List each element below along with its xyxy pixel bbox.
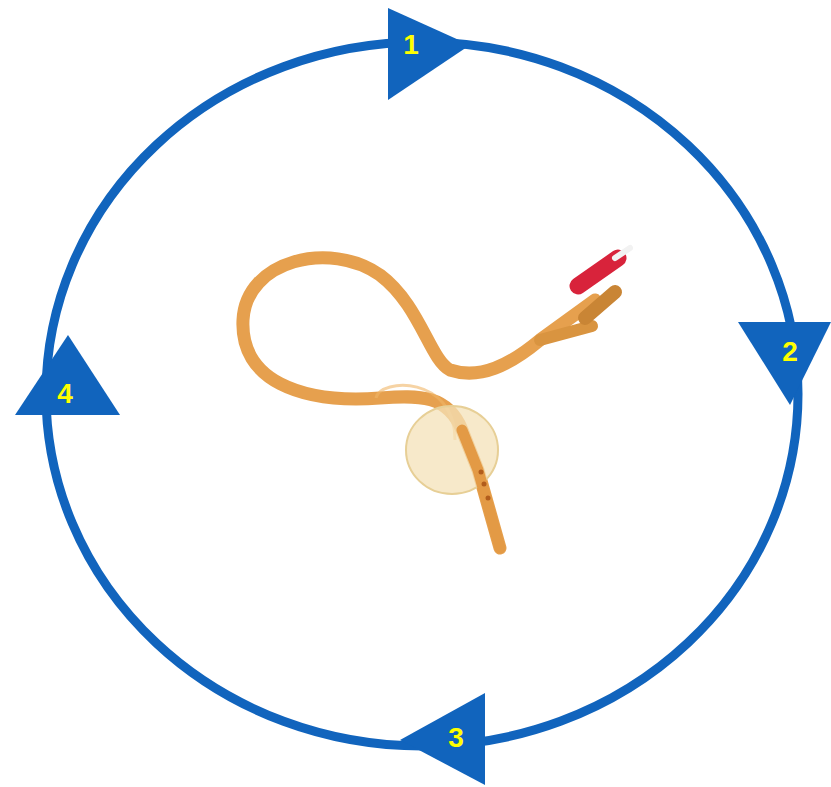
callout-number: 4 <box>45 376 85 412</box>
callout-number: 3 <box>436 720 476 756</box>
arrow-head <box>388 8 470 100</box>
callout-number: 2 <box>770 334 810 370</box>
arrow-head <box>15 335 120 415</box>
arrow-head <box>738 322 831 405</box>
catheter-illustration <box>243 248 630 548</box>
callout-number: 1 <box>391 27 431 63</box>
cycle-ring <box>46 42 798 746</box>
arrow-head <box>400 693 485 785</box>
